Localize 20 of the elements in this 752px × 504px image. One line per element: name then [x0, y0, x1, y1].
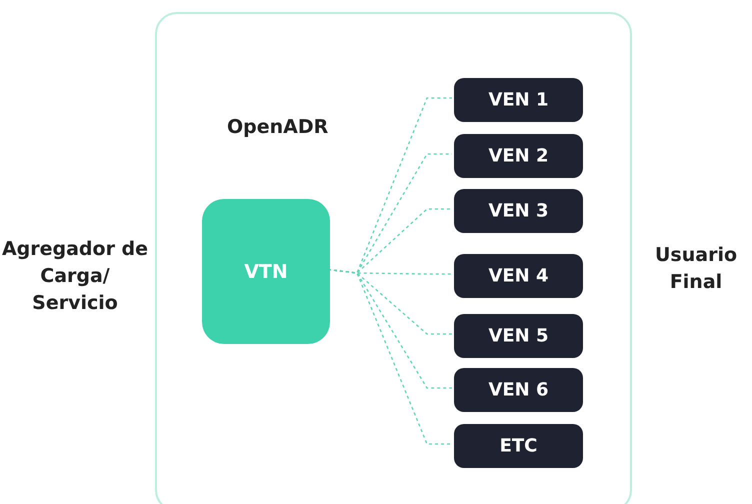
- node-label: VEN 2: [487, 146, 550, 166]
- node-label: ETC: [498, 436, 538, 456]
- client-box: [454, 254, 583, 298]
- client-box: [454, 78, 583, 122]
- node-label: VEN 3: [487, 200, 550, 222]
- node-label: VEN 4: [487, 266, 550, 286]
- heading: OpenADR: [227, 116, 328, 138]
- node-label: VTN: [243, 260, 289, 282]
- side-label: Usuario Final: [654, 243, 738, 295]
- client-box: [454, 368, 583, 412]
- node-label: VEN 5: [487, 326, 550, 346]
- node-label: VEN 6: [487, 380, 550, 400]
- server-box: [202, 199, 330, 344]
- node-label: VEN 1: [487, 90, 550, 110]
- client-box: [454, 424, 583, 468]
- system-frame: [155, 12, 632, 504]
- client-box: [454, 134, 583, 178]
- side-label: Agregador de Carga/ Servicio: [0, 237, 150, 316]
- client-box: [454, 314, 583, 358]
- client-box: [454, 189, 583, 233]
